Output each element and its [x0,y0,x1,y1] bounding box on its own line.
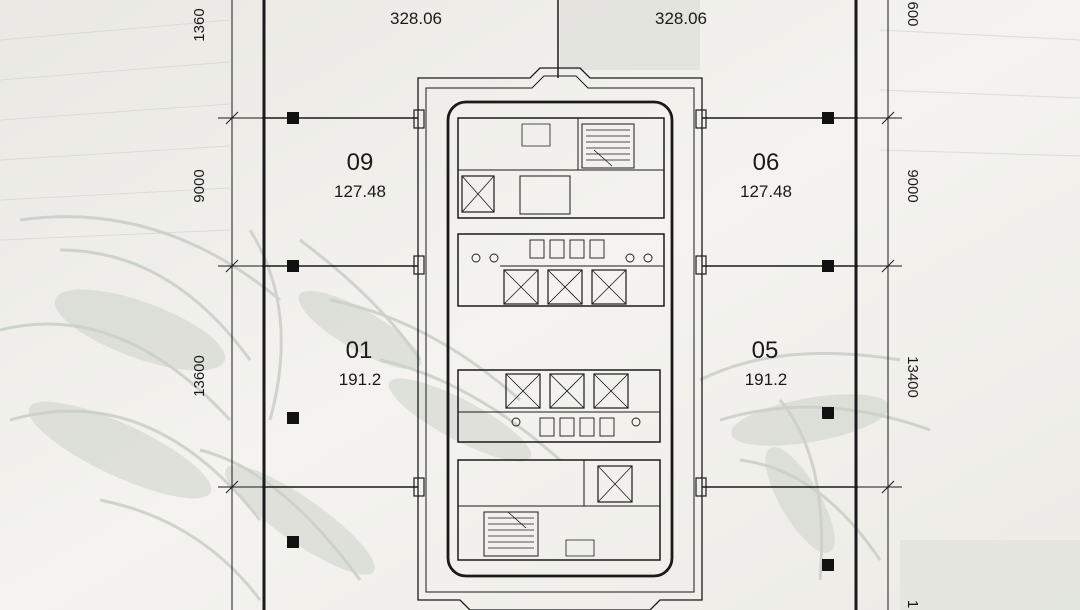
unit-05-number: 05 [752,337,779,364]
dimension-left-top: 1360 [191,8,208,41]
unit-09-area: 127.48 [334,182,386,201]
dimension-labels: 1360 9000 13600 600 9000 13400 1 [191,1,921,608]
unit-06-number: 06 [753,149,780,176]
dimension-right-edge: 1 [904,600,921,608]
dimension-right-mid: 9000 [904,169,921,202]
structural-columns [287,112,834,571]
unit-05-area: 191.2 [745,370,788,389]
unit-01-number: 01 [346,337,373,364]
building-outline [262,0,858,610]
unit-09-number: 09 [347,149,374,176]
unit-01-area: 191.2 [339,370,382,389]
dimension-right-bottom: 13400 [904,356,921,398]
unit-top-left-area: 328.06 [390,9,442,28]
unit-top-right-area: 328.06 [655,9,707,28]
dimension-left-bottom: 13600 [191,355,208,397]
unit-labels: 328.06 328.06 09 127.48 06 127.48 01 191… [334,9,792,389]
building-core [413,67,707,610]
dimension-lines [218,0,902,610]
dimension-right-top: 600 [904,1,921,26]
dimension-left-mid: 9000 [191,169,208,202]
unit-06-area: 127.48 [740,182,792,201]
